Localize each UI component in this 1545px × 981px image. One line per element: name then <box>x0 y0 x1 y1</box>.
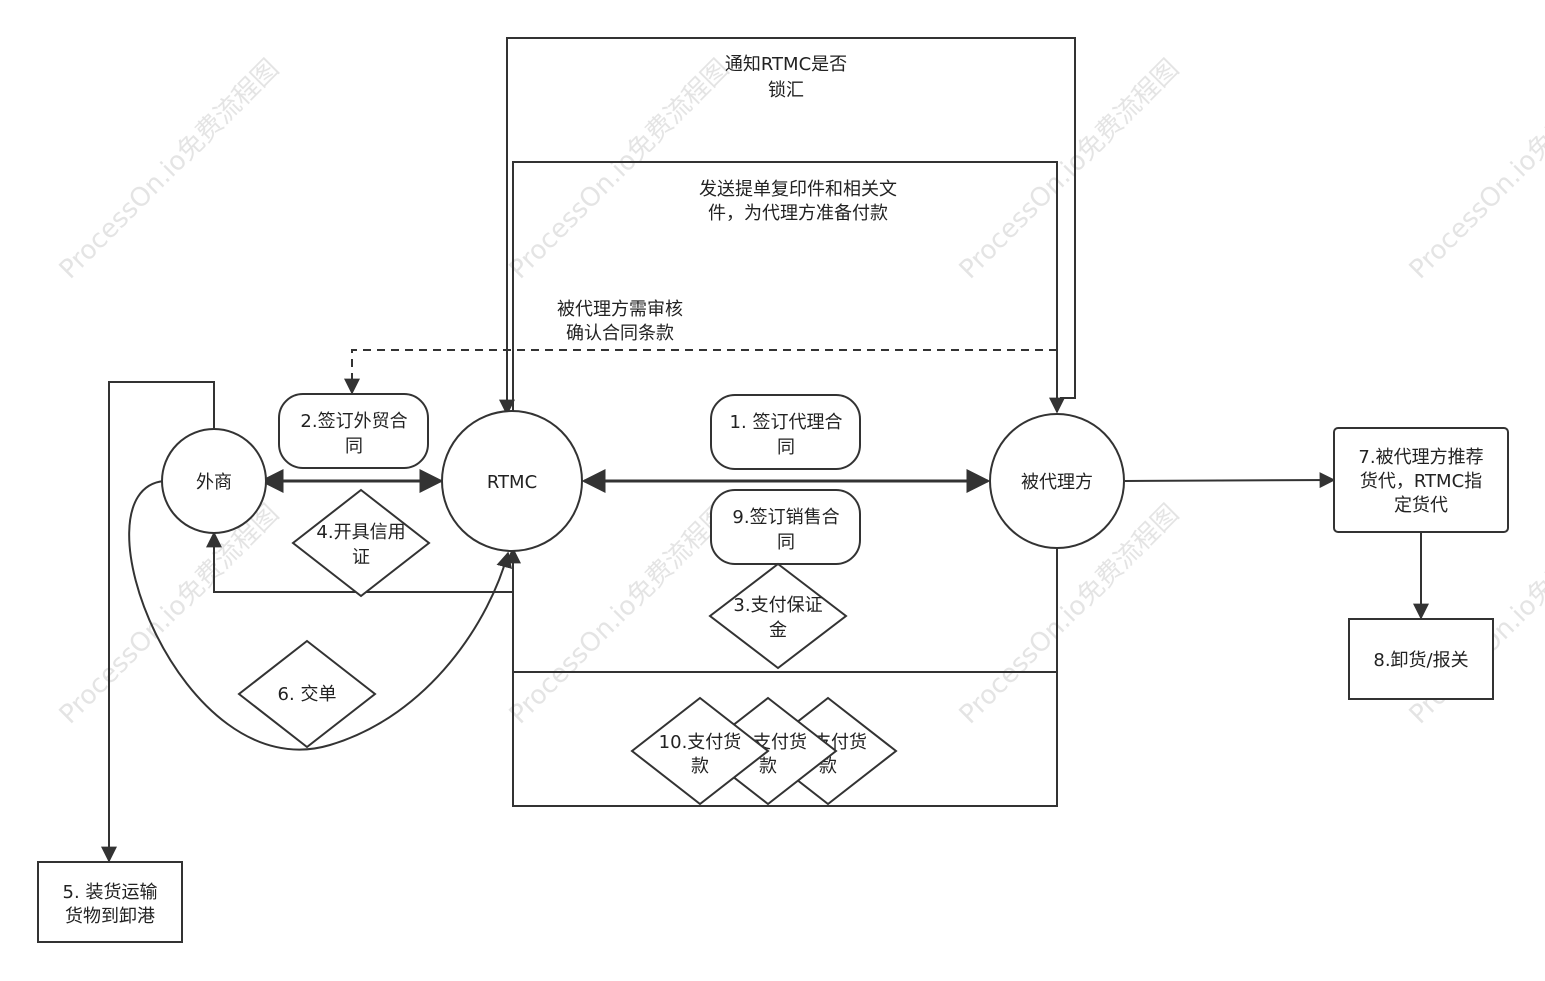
node-label: 10.支付货 <box>659 732 742 753</box>
edge-label-line: 被代理方需审核 <box>557 299 683 320</box>
edge-label-line: 发送提单复印件和相关文 <box>699 179 897 200</box>
node-step3[interactable]: 3.支付保证 金 <box>708 562 848 670</box>
edge-label-lock-fx: 通知RTMC是否 锁汇 <box>725 54 847 101</box>
node-label: 货物到卸港 <box>65 906 155 927</box>
edge-payment-loop[interactable] <box>512 672 1058 807</box>
watermark: ProcessOn.io免费流程图 <box>54 54 285 285</box>
node-label: 证 <box>352 547 370 568</box>
edge-send-docs[interactable] <box>512 161 1065 414</box>
watermark: ProcessOn.io免费流程图 <box>954 54 1185 285</box>
edge-label-review: 被代理方需审核 确认合同条款 <box>557 299 683 344</box>
node-label: 2.签订外贸合 <box>300 411 407 432</box>
node-label: RTMC <box>487 472 537 493</box>
node-label: 外商 <box>196 472 232 493</box>
node-label: 定货代 <box>1394 495 1448 516</box>
node-principal[interactable]: 被代理方 <box>989 413 1125 549</box>
edge-principal-step7[interactable] <box>1124 472 1336 489</box>
node-label: 7.被代理方推荐 <box>1358 447 1483 468</box>
node-step1[interactable]: 1. 签订代理合 同 <box>710 394 861 470</box>
node-step8[interactable]: 8.卸货/报关 <box>1348 618 1494 700</box>
node-step10[interactable]: 10.支付货 款 <box>630 696 770 806</box>
edge-rtmc-foreign-lc[interactable] <box>206 531 513 593</box>
node-label: 款 <box>759 756 777 777</box>
node-label: 4.开具信用 <box>316 522 405 543</box>
edge-label-line: 锁汇 <box>768 80 804 101</box>
node-step4[interactable]: 4.开具信用 证 <box>291 488 431 598</box>
node-label: 9.签订销售合 <box>732 507 839 528</box>
node-label: 被代理方 <box>1021 472 1093 493</box>
node-label: 8.卸货/报关 <box>1373 650 1468 671</box>
node-label: 同 <box>777 437 795 458</box>
edge-label-line: 通知RTMC是否 <box>725 54 847 75</box>
node-label: 5. 装货运输 <box>63 882 158 903</box>
node-step7[interactable]: 7.被代理方推荐 货代，RTMC指 定货代 <box>1333 427 1509 533</box>
node-label: 6. 交单 <box>278 684 337 705</box>
node-label: 3.支付保证 <box>733 595 822 616</box>
edge-lock-fx[interactable] <box>499 37 1076 416</box>
node-label: 金 <box>769 620 787 641</box>
edge-foreign-step5[interactable] <box>101 381 215 863</box>
node-step2[interactable]: 2.签订外贸合 同 <box>278 393 429 469</box>
node-label: 同 <box>777 532 795 553</box>
watermark: ProcessOn.io免费流程图 <box>504 54 735 285</box>
node-label: 货代，RTMC指 <box>1360 471 1482 492</box>
edge-label-send-docs: 发送提单复印件和相关文 件，为代理方准备付款 <box>699 179 897 224</box>
node-label: 同 <box>345 436 363 457</box>
node-rtmc[interactable]: RTMC <box>441 410 583 552</box>
watermark: ProcessOn.io免费流程图 <box>1404 54 1545 285</box>
edge-hand-over-docs[interactable] <box>128 480 512 751</box>
edge-label-line: 件，为代理方准备付款 <box>708 203 888 224</box>
edge-deposit[interactable] <box>505 547 1058 673</box>
node-foreign-merchant[interactable]: 外商 <box>161 428 267 534</box>
edge-review[interactable] <box>344 349 1057 395</box>
edge-label-line: 确认合同条款 <box>566 323 674 344</box>
node-label: 支付货 <box>753 732 807 753</box>
node-label: 1. 签订代理合 <box>730 412 843 433</box>
node-label: 款 <box>691 756 709 777</box>
node-step9[interactable]: 9.签订销售合 同 <box>710 489 861 565</box>
node-step6[interactable]: 6. 交单 <box>237 639 377 749</box>
node-step5[interactable]: 5. 装货运输 货物到卸港 <box>37 861 183 943</box>
